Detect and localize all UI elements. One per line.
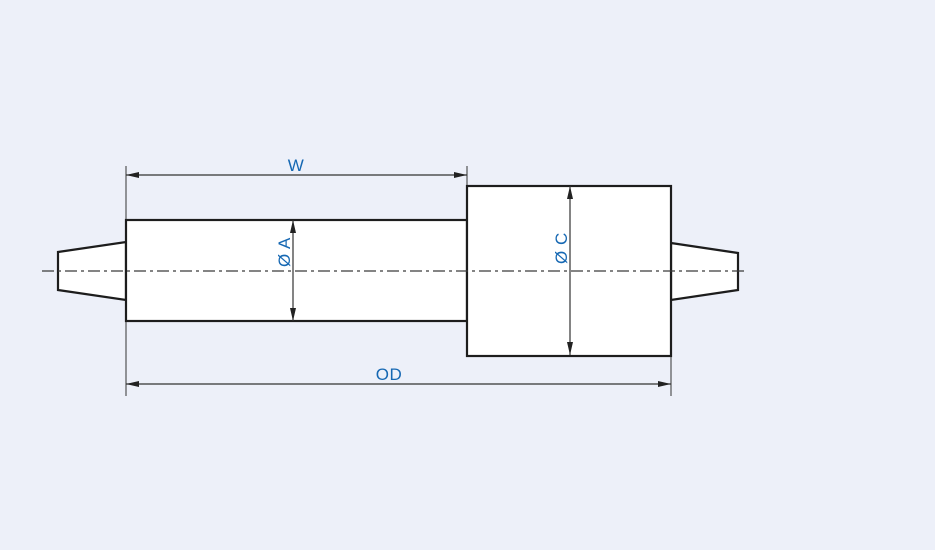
large-diameter-block xyxy=(465,184,673,358)
dim-w-arrow-left-icon xyxy=(126,172,139,178)
dim-od-arrow-right-icon xyxy=(658,381,671,387)
dim-dia-a-arrow-bottom-icon xyxy=(290,308,296,321)
dimension-w: W xyxy=(125,156,468,219)
dim-w-label: W xyxy=(288,156,305,175)
dim-dia-a-label: Ø A xyxy=(275,237,294,267)
dim-dia-c-label: Ø C xyxy=(552,232,571,264)
dim-dia-c-arrow-bottom-icon xyxy=(567,342,573,355)
dim-dia-c-arrow-top-icon xyxy=(567,186,573,199)
dim-w-arrow-right-icon xyxy=(454,172,467,178)
dim-od-label: OD xyxy=(376,365,403,384)
dim-dia-a-arrow-top-icon xyxy=(290,220,296,233)
dimension-dia-a: Ø A xyxy=(275,220,296,321)
dimension-od: OD xyxy=(125,322,672,396)
dimension-dia-c: Ø C xyxy=(552,186,573,355)
dim-od-arrow-left-icon xyxy=(126,381,139,387)
